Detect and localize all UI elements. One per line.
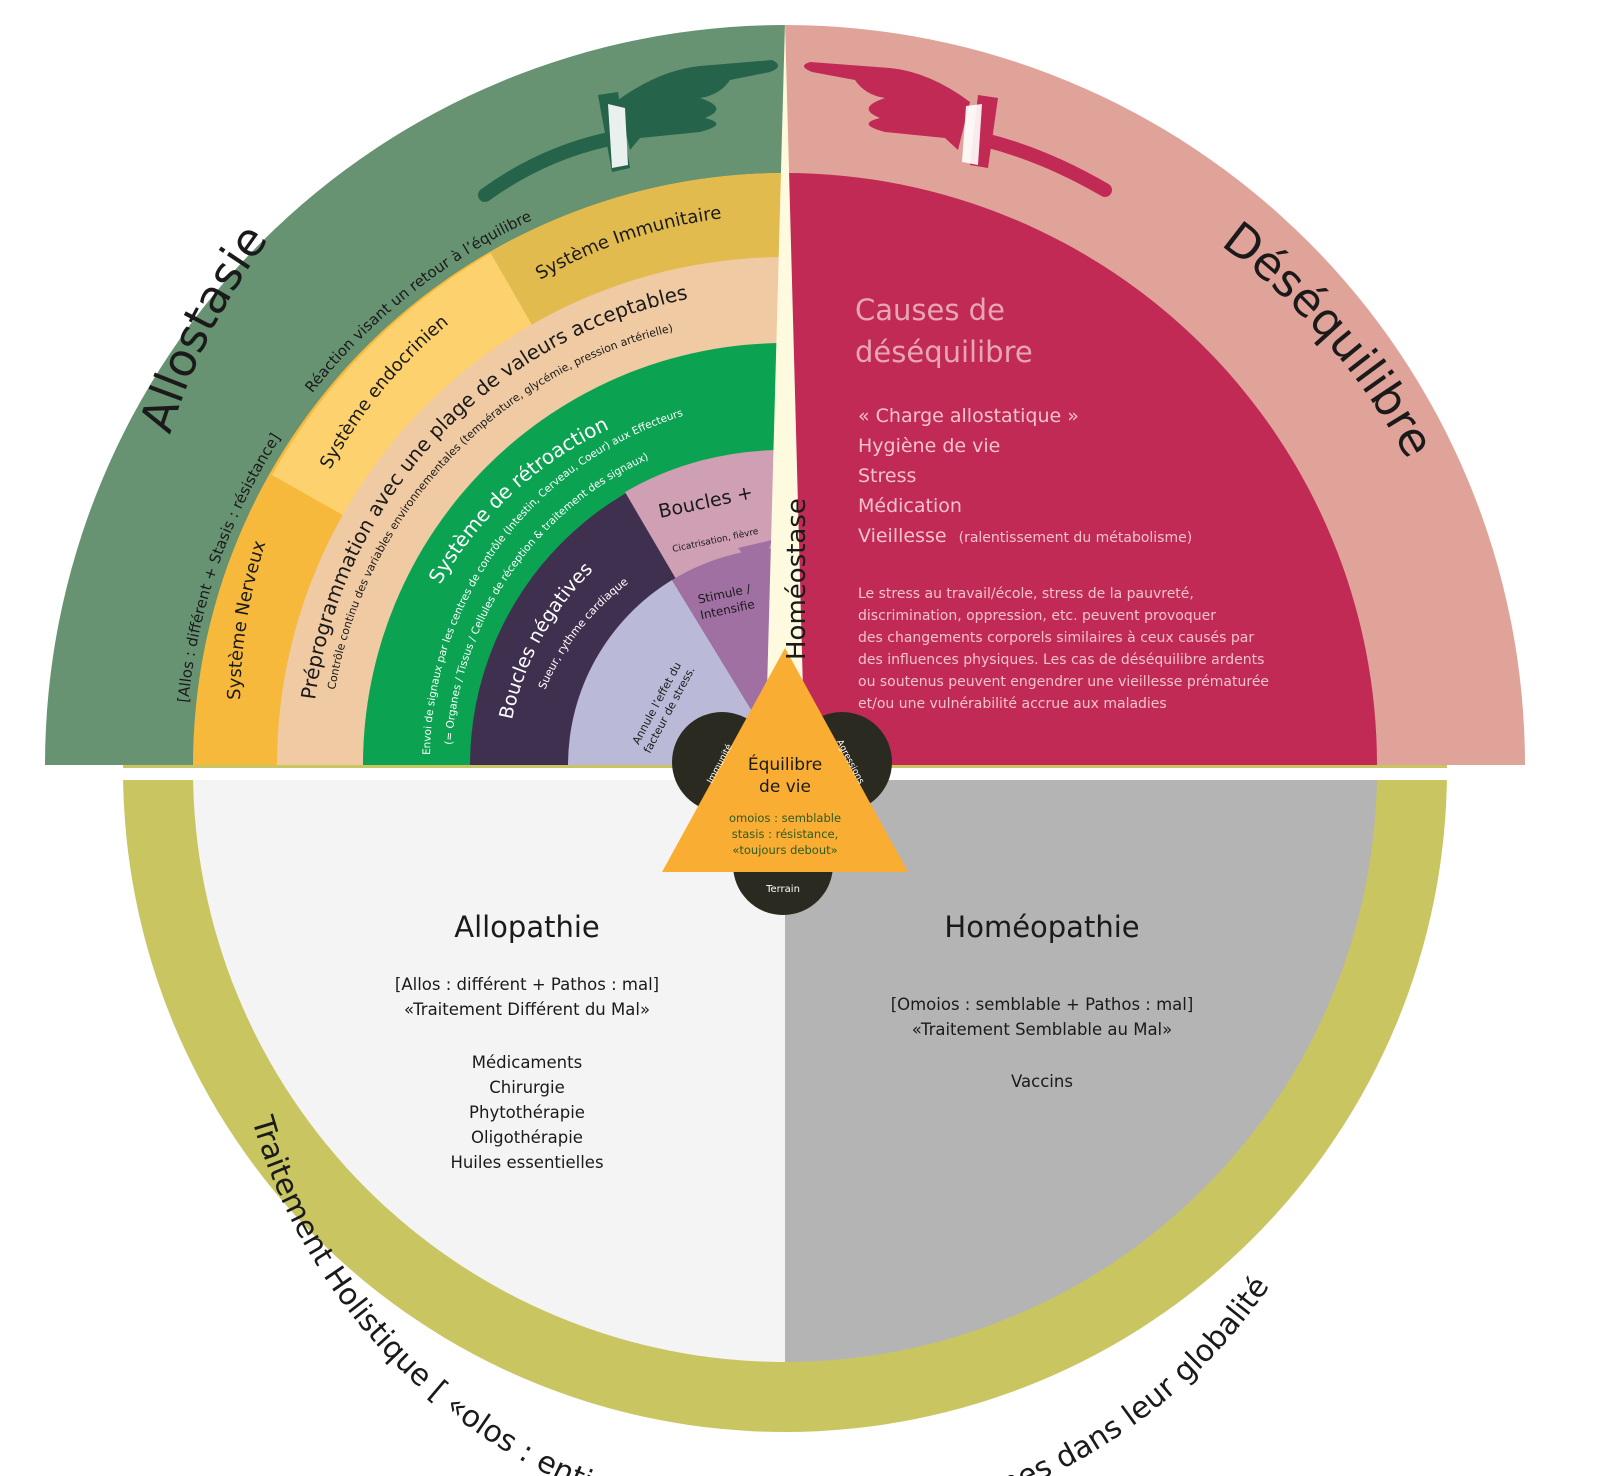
allopathie-item: Oligothérapie [471,1128,583,1147]
pointing-hand-icon-right [803,62,1112,197]
homeopathie-panel [785,770,1377,1362]
cause-item: Hygiène de vie [858,435,1000,457]
equilibre-def-2: stasis : résistance, [732,827,839,841]
svg-text:des influences physiques. Les: des influences physiques. Les cas de dés… [858,652,1264,668]
allopathie-item: Chirurgie [489,1078,565,1097]
allopathie-panel [193,770,785,1362]
homeopathie-item: Vaccins [1011,1072,1073,1091]
homeostase-label: Homéostase [782,498,812,660]
svg-text:des changements corporels simi: des changements corporels similaires à c… [858,630,1254,646]
causes-list: « Charge allostatique » Hygiène de vie S… [858,405,1192,547]
allopathie-title: Allopathie [454,910,600,944]
allopathie-def-1: [Allos : différent + Pathos : mal] [395,975,659,994]
equilibre-def-1: omoios : semblable [729,811,841,825]
allopathie-item: Phytothérapie [469,1103,585,1122]
cause-item: « Charge allostatique » [858,405,1079,427]
causes-title-2: déséquilibre [855,335,1033,369]
homeopathie-title: Homéopathie [944,910,1139,944]
svg-text:discrimination, oppression, et: discrimination, oppression, etc. peuvent… [858,608,1216,624]
homeostase-wedge [765,22,805,765]
causes-desequilibre-sector [785,173,1377,765]
cause-item: Vieillesse (ralentissement du métabolism… [858,525,1192,547]
svg-text:ou soutenus peuvent engendrer: ou soutenus peuvent engendrer une vieill… [858,674,1269,690]
allopathie-item: Médicaments [472,1053,582,1072]
equilibre-title-1: Équilibre [748,753,822,775]
pointing-hand-icon [478,60,779,202]
svg-text:et/ou une vulnérabilité accrue: et/ou une vulnérabilité accrue aux malad… [858,696,1167,712]
equilibre-def-3: «toujours debout» [732,843,837,857]
cause-item: Stress [858,465,916,487]
homeopathie-def-1: [Omoios : semblable + Pathos : mal] [891,995,1194,1014]
allopathie-list: Médicaments Chirurgie Phytothérapie Olig… [450,1053,603,1172]
homeopathie-def-2: «Traitement Semblable au Mal» [912,1020,1173,1039]
causes-paragraph: Le stress au travail/école, stress de la… [858,586,1269,712]
terrain-label: Terrain [765,884,800,895]
allopathie-item: Huiles essentielles [450,1153,603,1172]
equilibre-triangle [662,648,908,872]
allopathie-def-2: «Traitement Différent du Mal» [404,1000,650,1019]
causes-title-1: Causes de [855,293,1005,327]
cause-item: Médication [858,495,962,517]
equilibre-title-2: de vie [759,777,811,797]
svg-text:Le stress au travail/école, st: Le stress au travail/école, stress de la… [858,586,1194,602]
